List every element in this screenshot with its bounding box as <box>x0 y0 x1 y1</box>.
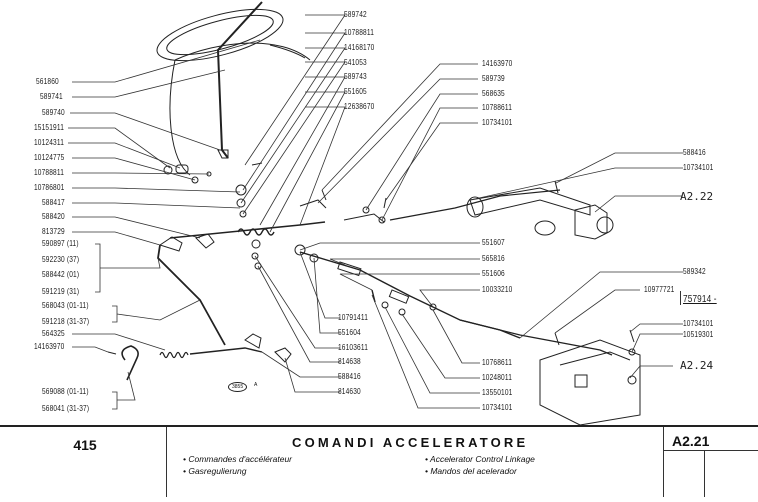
part-label: 14168170 <box>344 43 375 52</box>
part-label: 589743 <box>344 72 367 81</box>
part-label: 551605 <box>344 87 367 96</box>
part-label: 10786801 <box>34 183 65 192</box>
section-reference: A2.21 <box>672 433 710 449</box>
part-label: 589739 <box>482 74 505 83</box>
part-label: 10734101 <box>683 319 714 328</box>
part-label: 10788811 <box>34 168 65 177</box>
part-label: 10734101 <box>482 403 513 412</box>
part-label: 589342 <box>683 267 706 276</box>
part-label: 814630 <box>338 387 361 396</box>
part-label: 10124311 <box>34 138 65 147</box>
footer: 415 COMANDI ACCELERATORE • Commandes d'a… <box>0 425 758 502</box>
intake-manifold-drawing <box>466 180 614 240</box>
throttle-rod <box>216 1 263 159</box>
part-label: 588420 <box>42 212 65 221</box>
part-label: 588417 <box>42 198 65 207</box>
part-label: 568635 <box>482 89 505 98</box>
part-label: 568041 (31-37) <box>42 404 90 413</box>
part-label: 10788811 <box>344 28 375 37</box>
part-label: 551607 <box>482 238 505 247</box>
subtitle-fr: • Commandes d'accélérateur <box>183 454 293 464</box>
part-label: 568043 (01-11) <box>42 301 89 310</box>
part-label: 15151911 <box>34 123 65 132</box>
divider <box>663 450 758 451</box>
part-label: 12638670 <box>344 102 375 111</box>
part-label: 589741 <box>40 92 63 101</box>
part-label: 569088 (01-11) <box>42 387 89 396</box>
part-label: 10124775 <box>34 153 65 162</box>
accelerator-linkage-diagram <box>68 1 683 425</box>
part-label: 551604 <box>338 328 361 337</box>
part-label: 591219 (31) <box>42 287 80 296</box>
subtitle-de: • Gasregulierung <box>183 466 247 476</box>
part-label: 814638 <box>338 357 361 366</box>
part-label: 589742 <box>344 10 367 19</box>
part-label: 591218 (31-37) <box>42 317 90 326</box>
part-label: 588442 (01) <box>42 270 80 279</box>
part-label: 588416 <box>683 148 706 157</box>
part-label: 10791411 <box>338 313 369 322</box>
subtitle-en: • Accelerator Control Linkage <box>425 454 535 464</box>
part-label: 813729 <box>42 227 65 236</box>
part-label: 10977721 <box>644 285 675 294</box>
pedal <box>121 345 139 381</box>
part-label: 561860 <box>36 77 59 86</box>
part-label: 14163970 <box>482 59 513 68</box>
subtitle-es: • Mandos del acelerador <box>425 466 517 476</box>
spring <box>237 228 275 236</box>
part-label: 564325 <box>42 329 65 338</box>
part-label: 757914 - <box>683 294 717 305</box>
divider <box>166 427 167 497</box>
part-label: 592230 (37) <box>42 255 80 264</box>
part-label: 10768611 <box>482 358 513 367</box>
divider <box>704 450 705 497</box>
part-label: 16103611 <box>338 343 369 352</box>
drawing-stamp: 3855 <box>228 382 248 392</box>
part-label: 588416 <box>338 372 361 381</box>
bracket <box>680 291 681 305</box>
part-label: 10519301 <box>683 330 714 339</box>
section-title: COMANDI ACCELERATORE <box>292 435 529 450</box>
part-label: 13550101 <box>482 388 513 397</box>
part-label: 10734101 <box>482 118 513 127</box>
part-label: 541053 <box>344 58 367 67</box>
part-label: 14163970 <box>34 342 65 351</box>
cross-reference-a2-24[interactable]: A2.24 <box>680 359 714 372</box>
part-label: 565816 <box>482 254 505 263</box>
part-label: 590897 (11) <box>42 239 79 248</box>
part-label: 10033210 <box>482 285 513 294</box>
part-label: 551606 <box>482 269 505 278</box>
part-label: 10788611 <box>482 103 513 112</box>
cross-reference-a2-22[interactable]: A2.22 <box>680 190 714 203</box>
part-label: 589740 <box>42 108 65 117</box>
page-number: 415 <box>73 437 97 453</box>
divider <box>663 427 664 497</box>
injection-pump-drawing <box>459 319 641 425</box>
part-label: 10248011 <box>482 373 513 382</box>
part-label: 10734101 <box>683 163 714 172</box>
drawing-stamp-suffix: A <box>254 382 258 388</box>
